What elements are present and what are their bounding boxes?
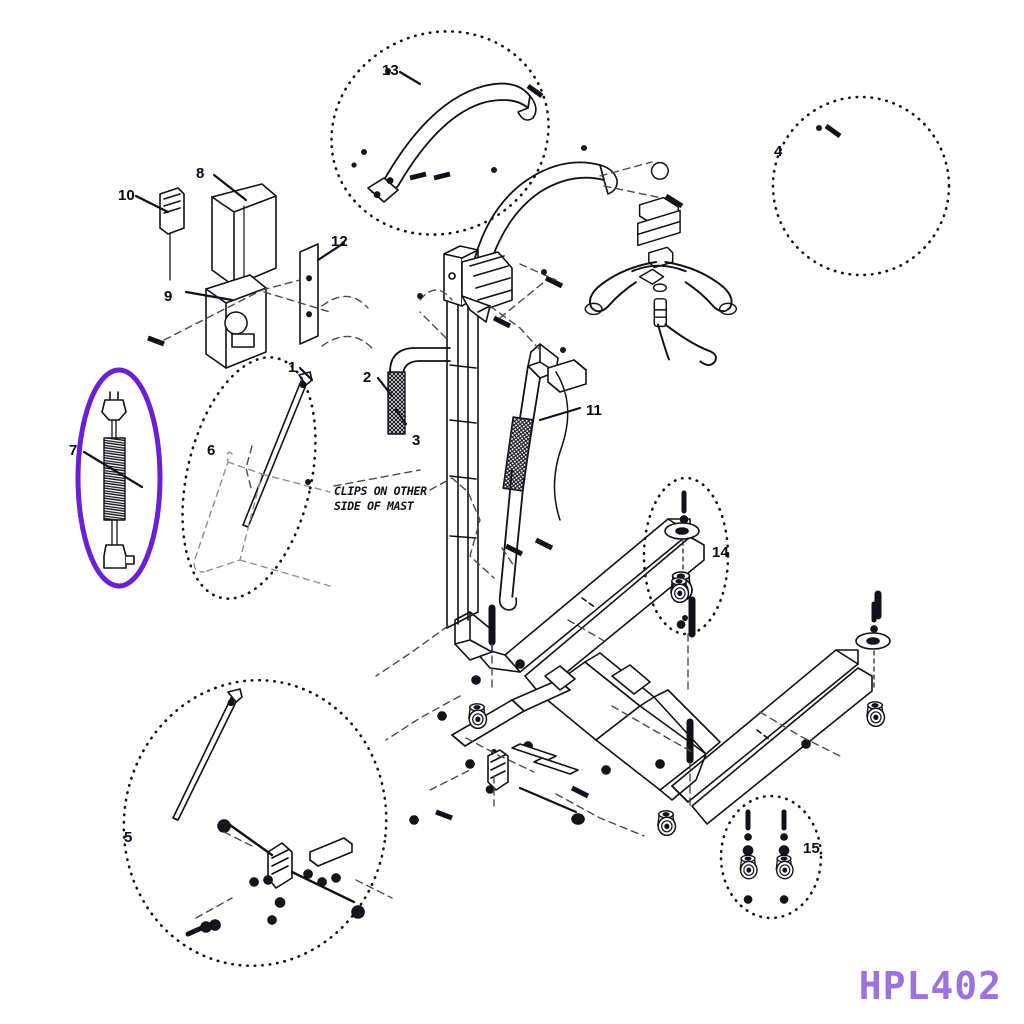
spreader-bar-installed <box>584 161 737 366</box>
callout-label-9: 9 <box>164 288 173 305</box>
callout-label-8: 8 <box>196 165 205 182</box>
callout-label-4: 4 <box>774 143 783 160</box>
model-code-label: HPL402 <box>858 964 1002 1008</box>
lift-rod-detail <box>242 371 313 528</box>
detail-boom-arm <box>367 82 537 203</box>
actuator-assembly <box>498 343 587 611</box>
callout-label-7: 7 <box>69 442 78 459</box>
base-leg-right-front <box>671 649 873 825</box>
rear-caster-detail <box>664 490 700 629</box>
callout-leaders <box>82 70 582 489</box>
battery-pack <box>211 183 277 287</box>
mounting-plate <box>299 243 319 345</box>
front-caster-detail <box>739 809 794 904</box>
boom-pivot-bracket <box>461 251 513 323</box>
callout-label-13: 13 <box>382 62 399 79</box>
caster-hub-right <box>855 601 891 691</box>
mast-clip-note: CLIPS ON OTHER SIDE OF MAST <box>334 484 427 513</box>
callout-label-6: 6 <box>207 442 216 459</box>
callout-label-11: 11 <box>586 402 602 419</box>
base-left-hardware <box>487 743 585 825</box>
leg-spreader-linkage-detail <box>172 688 365 937</box>
bubble-dots <box>305 68 822 621</box>
callout-label-5: 5 <box>124 829 133 846</box>
callout-label-2: 2 <box>363 369 372 386</box>
control-box <box>205 274 267 369</box>
loose-fasteners <box>147 83 842 821</box>
callout-label-12: 12 <box>331 233 348 250</box>
hand-control-pendant <box>159 187 185 281</box>
callout-label-14: 14 <box>712 544 729 561</box>
detail-bubbles <box>122 30 951 968</box>
callout-label-1: 1 <box>288 359 297 376</box>
push-handle <box>387 347 451 435</box>
callout-label-10: 10 <box>118 187 135 204</box>
callout-label-3: 3 <box>412 432 421 449</box>
ghost-mast-outline <box>193 451 331 587</box>
mast-socket <box>454 611 493 661</box>
callout-label-15: 15 <box>803 840 820 857</box>
assembly-guide-lines <box>163 161 845 919</box>
base-leg-right-rear <box>504 518 705 695</box>
